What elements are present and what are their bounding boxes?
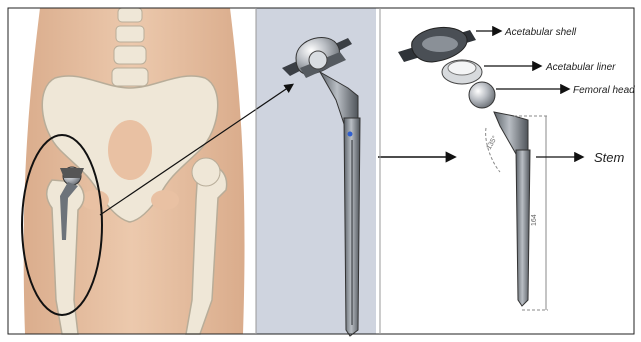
femoral-head-label: Femoral head <box>573 85 635 96</box>
cad-model-panel <box>256 8 376 336</box>
femoral-head-component <box>469 82 495 108</box>
pelvis-anatomy-panel <box>8 8 256 334</box>
exploded-components-panel: 135° 164 Acetabular shell Acetabular lin… <box>380 8 635 334</box>
acetabular-liner-label: Acetabular liner <box>545 62 616 73</box>
acetabular-liner-component <box>442 60 482 84</box>
acetabular-shell-label: Acetabular shell <box>504 27 577 38</box>
stem-label: Stem <box>594 150 625 165</box>
stem-length-label: 164 <box>531 214 538 226</box>
